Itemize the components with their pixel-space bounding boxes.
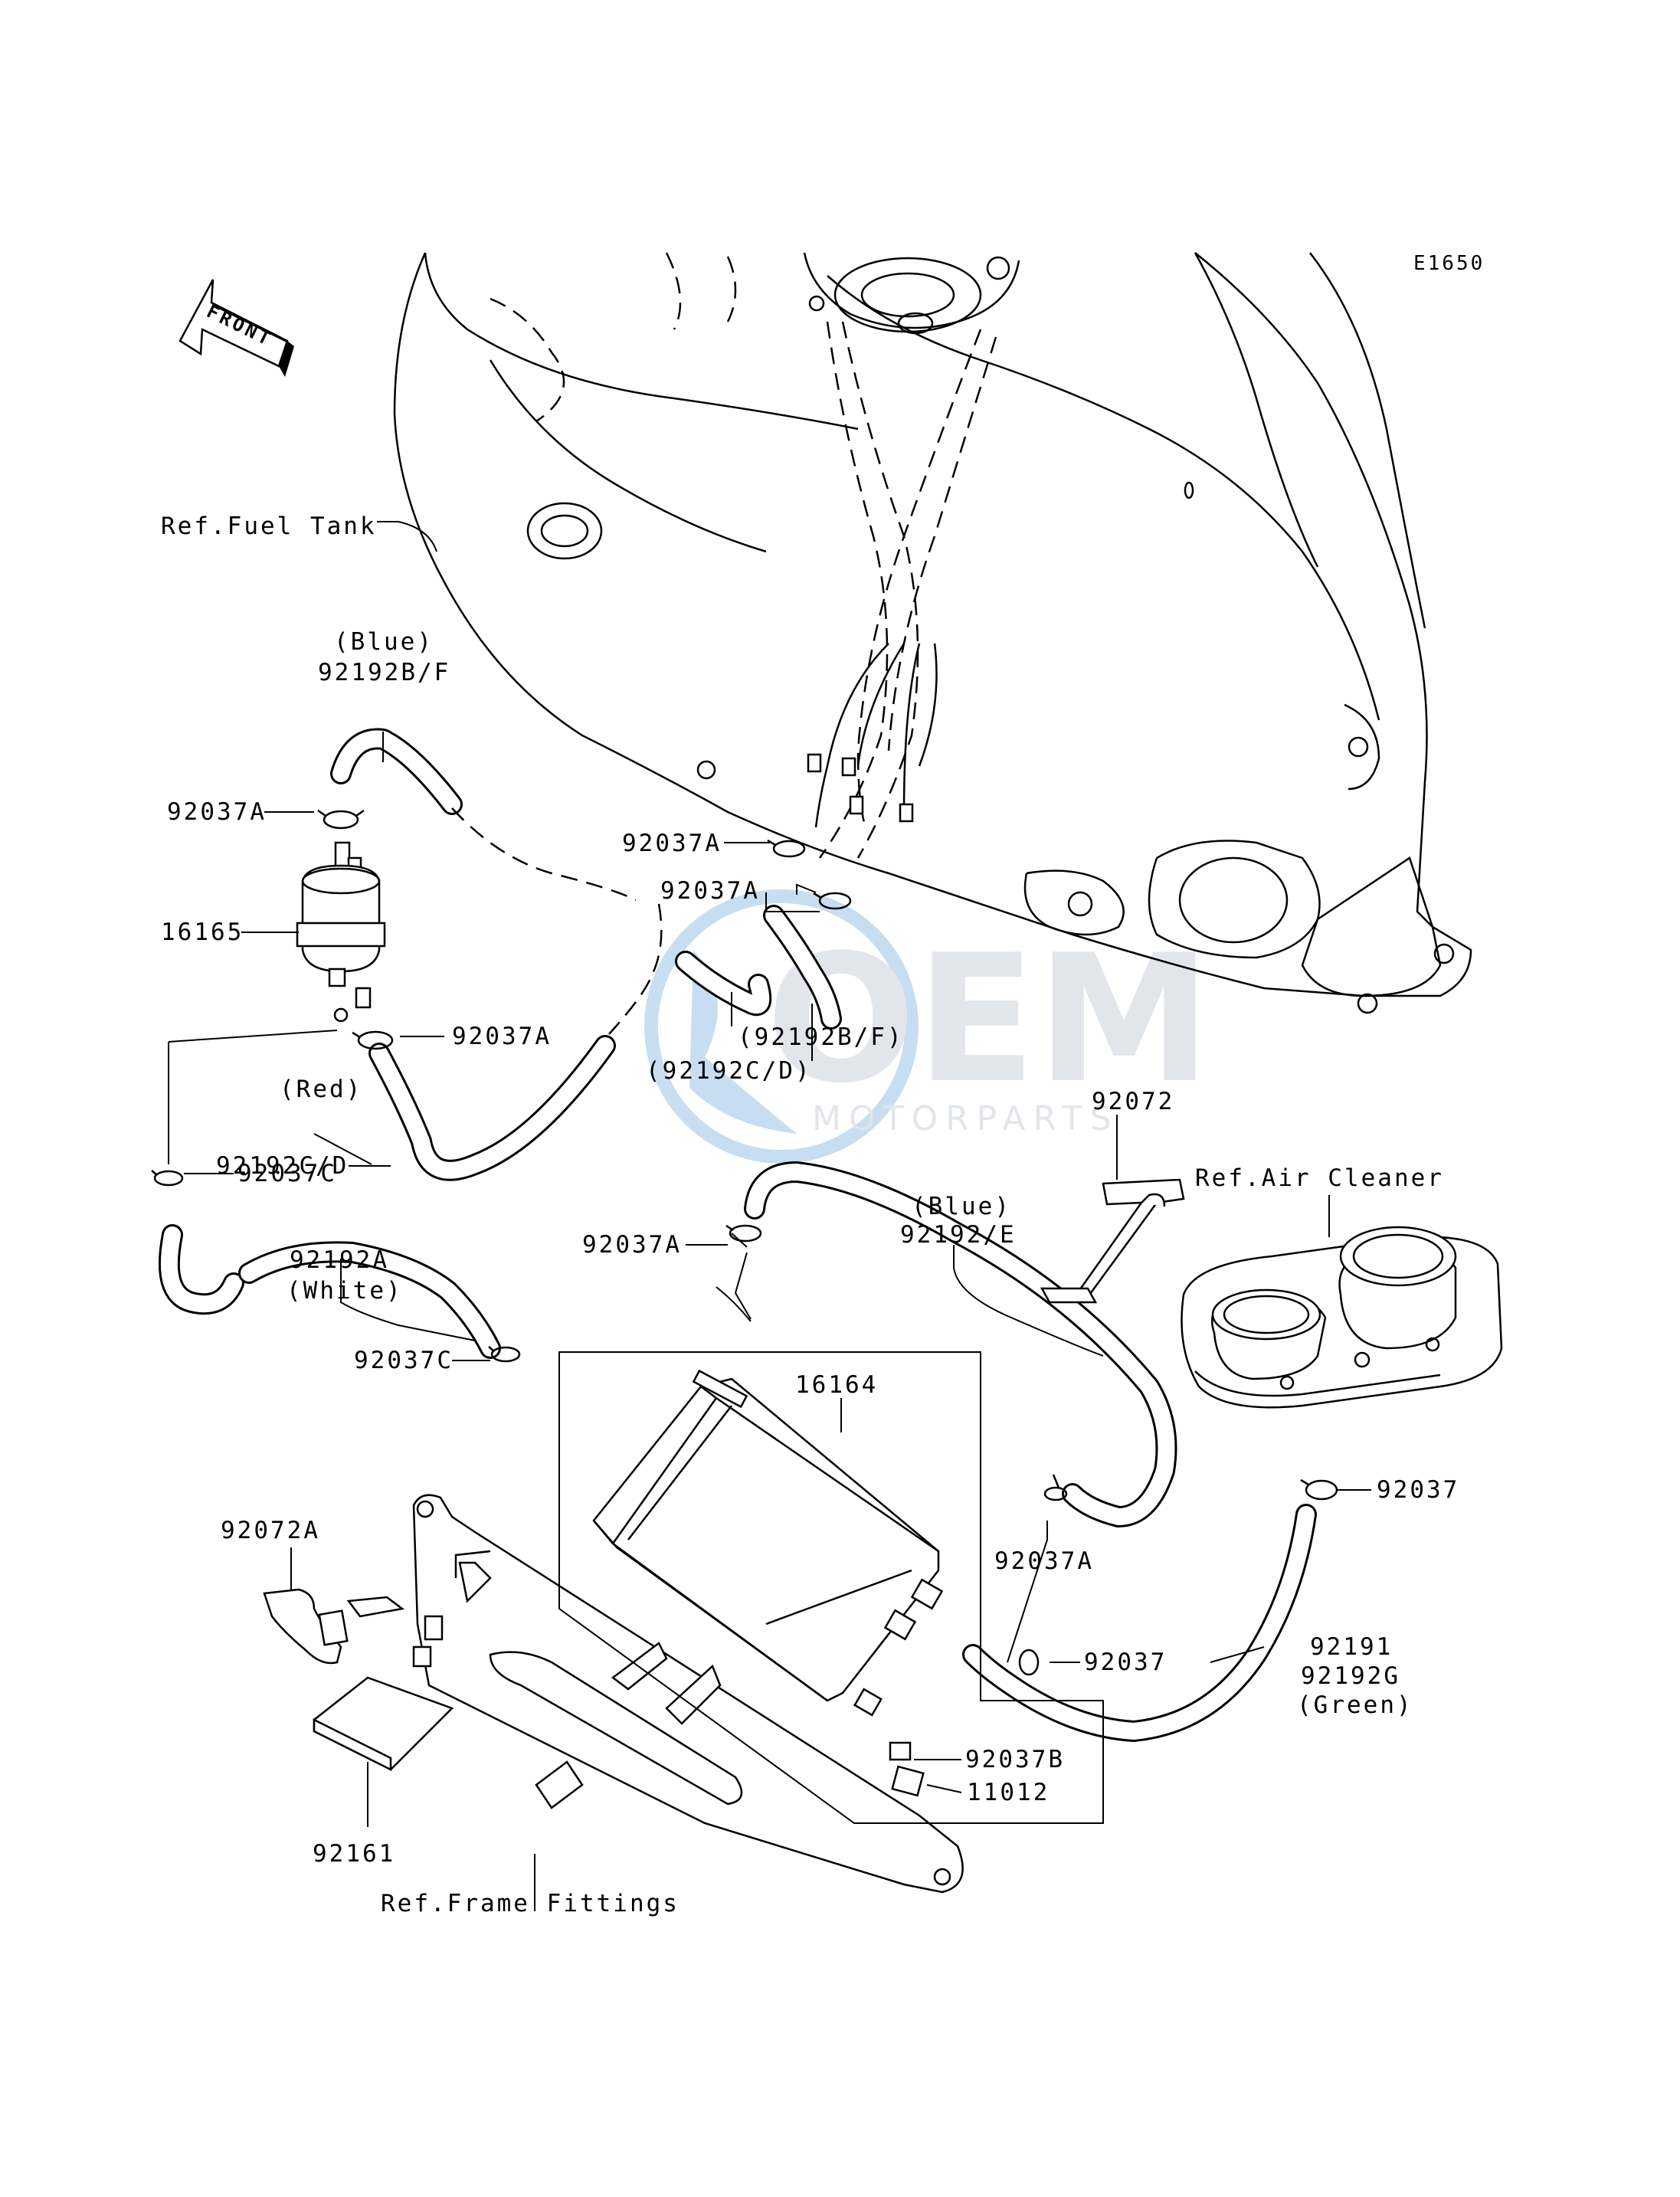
clamp-92037A-5: [725, 1224, 762, 1243]
clamp-92037A-3: [813, 892, 852, 910]
label-92037A-5: 92037A: [582, 1231, 682, 1259]
label-92161: 92161: [313, 1840, 395, 1868]
fuel-tank-outline: [393, 252, 1472, 1014]
front-arrow-icon: FRONT: [178, 279, 294, 377]
part-labels: Ref.Fuel Tank (Blue) 92192B/F 92037A 920…: [161, 512, 1459, 1917]
label-blue-2: (Blue): [912, 1193, 1011, 1220]
label-ref-fuel-tank: Ref.Fuel Tank: [161, 512, 377, 540]
fuel-filter-16165: [296, 841, 386, 1023]
frame-fittings-ref: [346, 1494, 964, 1894]
clamp-92037-1: [1300, 1478, 1338, 1501]
bracket-92072: [1040, 1178, 1185, 1304]
label-92037-2: 92037: [1084, 1649, 1167, 1676]
label-16164: 16164: [795, 1371, 878, 1399]
diagram-code: E1650: [1413, 252, 1485, 275]
hose-routing-dashed-2: [608, 903, 663, 1035]
label-green: (Green): [1297, 1691, 1413, 1719]
label-11012: 11012: [967, 1779, 1050, 1806]
clamp-92037C-2: [488, 1346, 521, 1363]
label-92072: 92072: [1092, 1088, 1174, 1115]
hose-routing-dashed-1: [451, 807, 637, 902]
hose-92192BF-upper: [330, 728, 463, 815]
label-ref-air-cleaner: Ref.Air Cleaner: [1195, 1164, 1444, 1192]
watermark-sub: MOTORPARTS: [812, 1099, 1119, 1138]
clamp-92037C-1: [151, 1170, 184, 1187]
label-92037A-3: 92037A: [660, 877, 760, 905]
label-92037A-2: 92037A: [622, 830, 722, 857]
clamp-92037-2: [1018, 1649, 1040, 1676]
hose-92192CD-red: [368, 1035, 616, 1181]
label-white: (White): [287, 1277, 403, 1305]
fuel-tank-internal-lines: [807, 321, 997, 859]
hose-92192A-white: [158, 1224, 501, 1359]
label-red: (Red): [280, 1076, 362, 1103]
label-92037C-2: 92037C: [354, 1347, 454, 1374]
band-92072A: [263, 1588, 349, 1665]
label-92072A: 92072A: [221, 1517, 320, 1544]
oem-motorparts-watermark: OEM MOTORPARTS: [644, 889, 1212, 1164]
clamp-92037A-6: [1043, 1474, 1068, 1501]
label-92192CD: 92192C/D: [216, 1152, 349, 1180]
label-92037B: 92037B: [965, 1746, 1065, 1773]
label-92037A-4: 92037A: [452, 1023, 552, 1050]
air-cleaner-ref: [1181, 1226, 1503, 1409]
hose-92191-green: [962, 1504, 1317, 1742]
clamp-92037A-1: [317, 809, 365, 830]
label-92037A-1: 92037A: [167, 798, 267, 826]
clamp-92037B: [889, 1741, 912, 1761]
label-92192CD-paren: (92192C/D): [646, 1057, 812, 1085]
clamp-92037A-4: [352, 1030, 394, 1050]
label-ref-frame-fittings: Ref.Frame Fittings: [381, 1890, 680, 1917]
clamp-92037A-2: [767, 839, 806, 858]
label-92192A: 92192A: [290, 1246, 389, 1274]
hose-92192E-blue: [744, 1161, 1177, 1527]
pad-92161: [313, 1676, 454, 1772]
label-16165: 16165: [161, 918, 244, 946]
label-blue-1: (Blue): [334, 628, 434, 656]
canister-16164: [592, 1369, 944, 1717]
label-92192BF: 92192B/F: [318, 659, 450, 686]
cap-11012: [891, 1765, 925, 1797]
leader-lines: [168, 521, 1371, 1911]
label-92192G: 92192G: [1301, 1662, 1400, 1690]
label-92191: 92191: [1310, 1633, 1393, 1661]
label-92192BF-paren: (92192B/F): [738, 1023, 904, 1051]
hose-92192BF-lower: [675, 905, 842, 1030]
label-92037C-1: 92037C: [237, 1160, 337, 1187]
label-92037-1: 92037: [1377, 1476, 1459, 1504]
label-92192E: 92192/E: [900, 1221, 1017, 1249]
label-92037A-6: 92037A: [994, 1547, 1094, 1575]
